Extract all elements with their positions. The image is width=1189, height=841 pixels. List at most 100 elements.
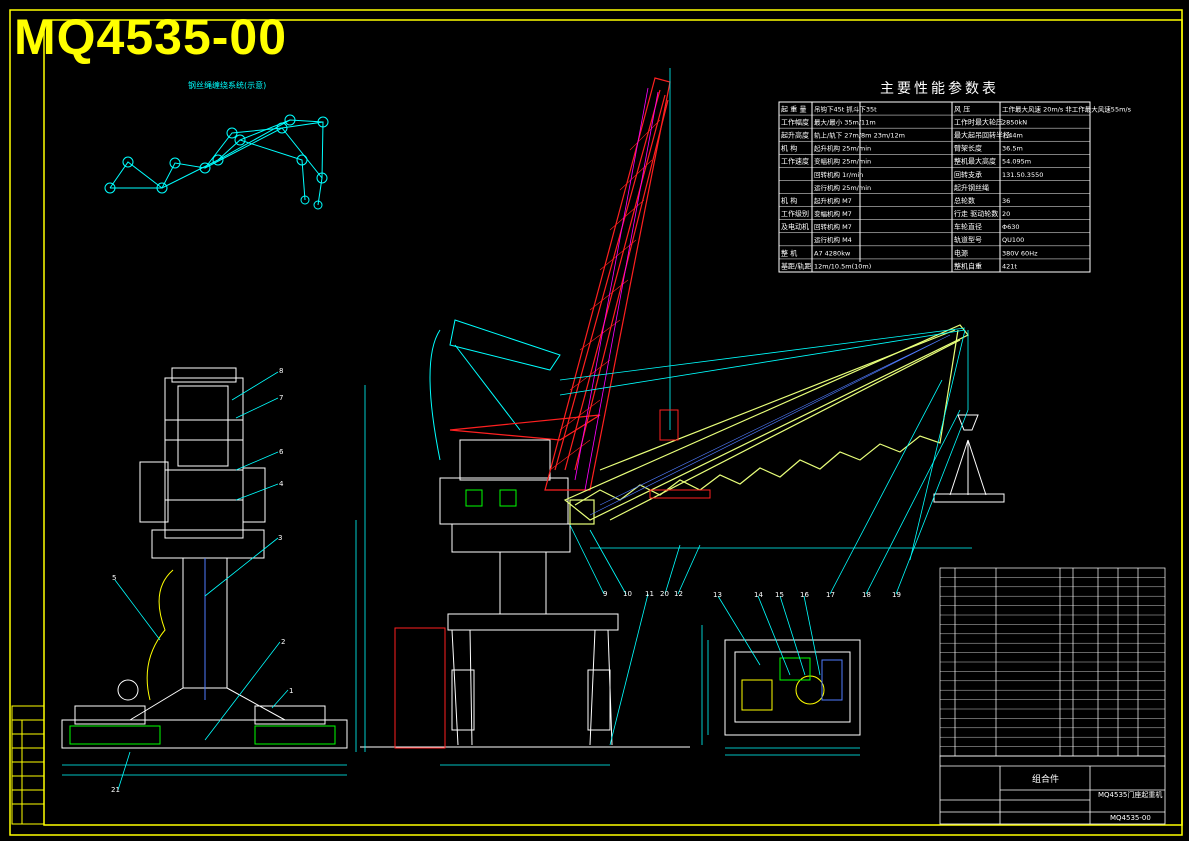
params-cell: 变幅机构 M7	[814, 209, 852, 218]
inner-frame	[43, 19, 1183, 826]
params-cell: 回转支承	[954, 170, 982, 179]
callout-11: 11	[645, 590, 654, 598]
params-cell: 行走 驱动轮数	[954, 209, 998, 218]
red-boom-raised	[449, 77, 671, 491]
red-boom-lattice	[549, 119, 661, 471]
callout-19: 19	[892, 591, 901, 599]
params-cell: 36.5m	[1002, 145, 1023, 153]
grab-hook	[649, 409, 1005, 503]
callout-16: 16	[800, 591, 809, 599]
params-cell: 起升高度	[781, 131, 809, 140]
callout-2: 2	[281, 638, 285, 646]
params-cell: 基距/轨距	[781, 261, 811, 270]
callout-12: 12	[674, 590, 683, 598]
params-cell: 起升机构 25m/min	[814, 144, 871, 153]
machine-name: MQ4535门座起重机	[1098, 790, 1162, 799]
callout-6: 6	[279, 448, 284, 456]
params-cell: 工作幅度	[781, 117, 809, 126]
params-cell: 电源	[954, 248, 968, 257]
params-cell: 臂架长度	[954, 144, 982, 153]
callout-3: 3	[278, 534, 282, 542]
params-cell: QU100	[1002, 236, 1024, 244]
params-cell: 轨上/轨下 27m/8m 23m/12m	[814, 131, 905, 140]
red-leg-detail	[394, 627, 446, 749]
front-dimensions	[62, 764, 347, 776]
callout-7: 7	[279, 394, 283, 402]
params-cell: 运行机构 25m/min	[814, 183, 871, 192]
params-cell: A7 4280kw	[814, 249, 851, 257]
plan-view	[724, 639, 861, 736]
params-cell: 车轮直径	[954, 222, 982, 231]
magenta-tie-rods	[574, 87, 659, 491]
params-cell: 起 重 量	[781, 105, 806, 113]
side-green-panels	[465, 489, 517, 507]
params-cell: 风 压	[954, 105, 970, 113]
luffing-ropes	[559, 68, 969, 561]
params-cell: 工作速度	[781, 157, 809, 166]
crane-side-elevation	[360, 439, 690, 748]
boom-working-position	[563, 324, 969, 525]
params-table-rows: 起 重 量吊钩下45t 抓斗下35t 风 压 工作最大风速 20m/s 非工作最大风…	[779, 104, 1132, 270]
params-cell: 131.50.3550	[1002, 171, 1043, 179]
crane-front-elevation	[61, 367, 348, 749]
callout-9: 9	[603, 590, 607, 598]
params-cell: 轨道型号	[954, 235, 982, 244]
callout-17: 17	[826, 591, 835, 599]
params-cell: 回转机构 M7	[814, 222, 852, 231]
callout-1: 1	[289, 687, 293, 695]
params-cell: 整机最大高度	[954, 157, 996, 166]
rope-diagram-title: 钢丝绳缠绕系统(示意)	[188, 80, 266, 90]
callout-21: 21	[111, 786, 120, 794]
params-cell: 工作级别	[781, 209, 809, 218]
params-cell: 总轮数	[954, 196, 975, 205]
front-base-bogies	[69, 725, 336, 745]
counterweight-arm	[429, 319, 561, 461]
revision-table	[11, 705, 45, 825]
side-dimensions	[355, 385, 972, 766]
parts-list-rows	[940, 577, 1165, 747]
callout-leaders	[114, 371, 969, 791]
callout-15: 15	[775, 591, 784, 599]
assembly-label: 组合件	[1032, 773, 1059, 785]
callout-20: 20	[660, 590, 669, 598]
params-table-title: 主要性能参数表	[880, 81, 999, 97]
params-cell: 421t	[1002, 262, 1017, 270]
callout-4: 4	[279, 480, 284, 488]
plan-dimensions	[701, 625, 860, 756]
callout-14: 14	[754, 591, 763, 599]
params-cell: 吊钩下45t 抓斗下35t	[814, 104, 877, 113]
params-cell: Φ630	[1002, 223, 1020, 231]
callout-13: 13	[713, 591, 722, 599]
params-cell: 及电动机	[781, 222, 809, 231]
params-cell: 380V 60Hz	[1002, 249, 1038, 257]
params-cell: 最大/最小 35m/11m	[814, 117, 876, 126]
boom-blue-webbing	[589, 334, 951, 516]
params-cell: 运行机构 M4	[814, 235, 852, 244]
params-cell: 最大起吊回转半径	[954, 131, 1010, 140]
params-cell: 20	[1002, 210, 1010, 218]
params-cell: 36	[1002, 197, 1010, 205]
params-cell: 机 构	[781, 196, 797, 205]
params-cell: 7.44m	[1002, 132, 1023, 140]
callout-18: 18	[862, 591, 871, 599]
params-table-grid	[778, 101, 1091, 273]
params-cell: 54.095m	[1002, 158, 1031, 166]
title-block	[939, 755, 1166, 825]
params-cell: 整 机	[781, 248, 797, 257]
params-cell: 2850kN	[1002, 118, 1027, 126]
drawing-number: MQ4535-00	[1110, 814, 1151, 822]
callout-10: 10	[623, 590, 632, 598]
params-cell: 起升机构 M7	[814, 196, 852, 205]
params-cell: 工作时最大轮压	[954, 117, 1003, 126]
drawing-title: MQ4535-00	[14, 9, 288, 65]
callout-5: 5	[112, 574, 116, 582]
params-cell: 12m/10.5m(10m)	[814, 262, 871, 270]
params-cell: 起升钢丝绳	[954, 183, 989, 192]
callout-8: 8	[279, 367, 283, 375]
params-cell: 回转机构 1r/min	[814, 170, 863, 179]
params-cell: 工作最大风速 20m/s 非工作最大风速55m/s	[1002, 104, 1132, 113]
rope-system-diagram	[104, 114, 329, 210]
params-cell: 变幅机构 25m/min	[814, 157, 871, 166]
params-cell: 机 构	[781, 144, 797, 153]
